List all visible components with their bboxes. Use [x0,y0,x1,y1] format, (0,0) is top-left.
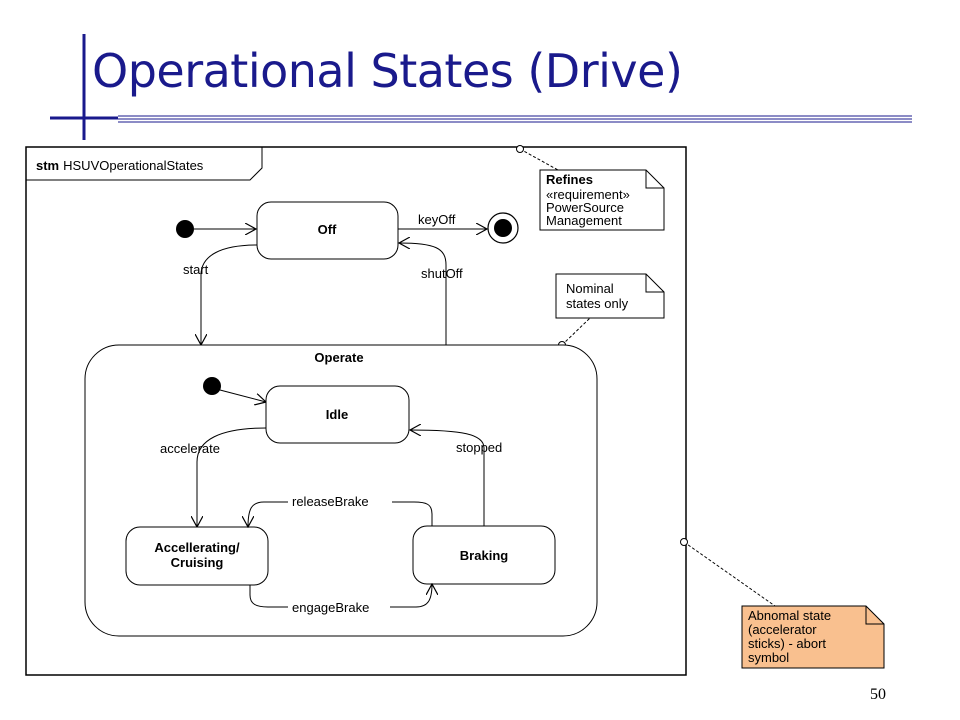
transition-accelerate [197,427,267,527]
frame-label: stm HSUVOperationalStates [36,158,204,173]
transition-engagebrake-label: engageBrake [292,600,369,615]
state-operate-label: Operate [314,350,363,365]
note-nominal-line: states only [566,296,629,311]
transition-engagebrake-label-bg [288,600,390,615]
frame-name: HSUVOperationalStates [63,158,204,173]
note-abnormal-line: (accelerator [748,622,817,637]
page-number: 50 [870,686,886,703]
state-off: Off [256,201,399,260]
state-braking-label: Braking [460,548,508,563]
slide-title: Operational States (Drive) [92,44,683,98]
state-accelerating-label: Cruising [171,555,224,570]
note-refines-line: «requirement» [546,187,630,202]
state-braking: Braking [412,525,556,585]
inner-initial-pseudostate [203,377,221,395]
note-refines-line: PowerSource [546,200,624,215]
note-refines-line: Management [546,213,622,228]
state-accelerating: Accellerating/ Cruising [125,526,269,586]
note-nominal-line: Nominal [566,281,614,296]
transition-engagebrake [249,584,432,608]
transition-accelerate-label: accelerate [160,441,220,456]
note-refines-title: Refines [546,172,593,187]
transition-stopped-label: stopped [456,440,502,455]
state-off-label: Off [318,222,337,237]
transition-releasebrake [248,501,433,527]
transition-start-label: start [183,262,209,277]
frame-kind: stm [36,158,59,173]
note-refines: Refines «requirement» PowerSource Manage… [516,145,665,231]
frame-tab [26,147,263,181]
note-abnormal-line: Abnomal state [748,608,831,623]
transition-releasebrake-label: releaseBrake [292,494,369,509]
transition-shutoff-label: shutOff [421,266,463,281]
title-accent-lines [50,34,912,140]
transition-shutoff [399,243,447,345]
state-idle: Idle [265,385,410,444]
transition-initial-idle [219,389,266,402]
transition-releasebrake-label-bg [288,494,392,509]
note-abnormal-line: symbol [748,650,789,665]
state-accelerating-label: Accellerating/ [154,540,240,555]
transition-stopped [410,430,485,526]
initial-pseudostate [176,220,194,238]
transition-keyoff-label: keyOff [418,212,456,227]
note-abnormal-line: sticks) - abort [748,636,826,651]
transition-start [201,244,258,345]
note-abnormal: Abnomal state (accelerator sticks) - abo… [680,538,885,669]
state-idle-label: Idle [326,407,348,422]
final-state [487,212,519,244]
